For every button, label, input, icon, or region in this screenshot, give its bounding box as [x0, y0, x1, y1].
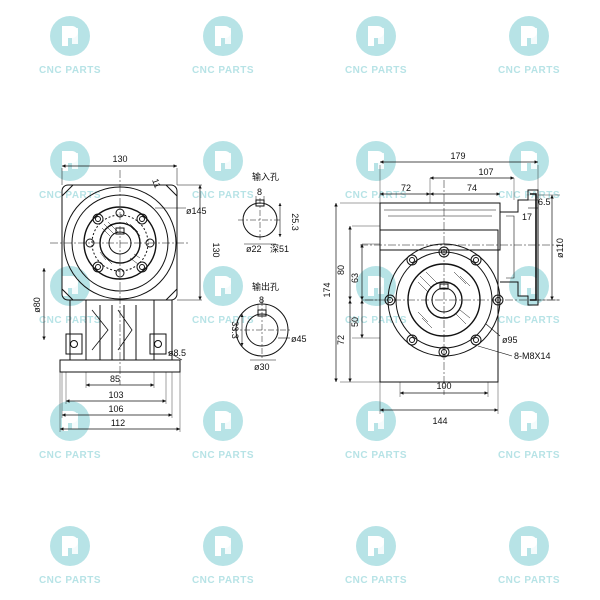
- dim-179: 179: [450, 151, 465, 161]
- watermark: CNC PARTS: [30, 14, 110, 76]
- watermark-text: CNC PARTS: [344, 190, 408, 201]
- dim-72-vertical: 72: [336, 335, 346, 345]
- watermark-text: CNC PARTS: [344, 65, 408, 76]
- watermark-text: CNC PARTS: [344, 575, 408, 586]
- input-key-width: 8: [257, 187, 262, 197]
- cnc-parts-logo-icon: [50, 266, 90, 306]
- cnc-parts-logo-icon: [203, 401, 243, 441]
- dim-flange-dia: ø145: [186, 206, 207, 216]
- watermark-text: CNC PARTS: [38, 65, 102, 76]
- watermark-text: CNC PARTS: [497, 450, 561, 461]
- input-hole-labels: 输入孔 8 25.3 ø22 深51: [246, 171, 300, 254]
- watermark-text: CNC PARTS: [191, 450, 255, 461]
- input-keyway-height: 25.3: [290, 213, 300, 231]
- dim-chamfer: 11: [150, 177, 163, 189]
- cnc-parts-logo-icon: [356, 16, 396, 56]
- watermark-text: CNC PARTS: [191, 65, 255, 76]
- output-hole-title: 输出孔: [252, 281, 279, 292]
- dim-50: 50: [350, 317, 360, 327]
- output-bore: ø30: [254, 362, 270, 372]
- cnc-parts-logo-icon: [203, 266, 243, 306]
- cnc-parts-logo-icon: [203, 526, 243, 566]
- dim-106: 106: [108, 404, 123, 414]
- dim-74: 74: [467, 183, 477, 193]
- watermark-text: CNC PARTS: [38, 575, 102, 586]
- watermark-text: CNC PARTS: [497, 190, 561, 201]
- left-foot-slot: [65, 333, 83, 355]
- dim-110: ø110: [555, 238, 565, 258]
- dim-63: 63: [350, 273, 360, 283]
- dim-bolts: 8-M8X14: [514, 351, 551, 361]
- dim-80: 80: [336, 265, 346, 275]
- right-foot-slot: [149, 333, 167, 355]
- dim-144: 144: [432, 416, 447, 426]
- watermark: CNC PARTS: [183, 139, 263, 201]
- watermark-text: CNC PARTS: [191, 190, 255, 201]
- watermark: CNC PARTS: [183, 399, 263, 461]
- watermark-text: CNC PARTS: [344, 450, 408, 461]
- dim-17: 17: [522, 212, 532, 222]
- dim-100: 100: [436, 381, 451, 391]
- input-depth: 深51: [270, 244, 289, 254]
- cnc-parts-logo-icon: [509, 401, 549, 441]
- motor-flange: [500, 189, 539, 306]
- input-hole-view: [238, 196, 282, 245]
- watermark: CNC PARTS: [336, 14, 416, 76]
- cnc-parts-logo-icon: [203, 141, 243, 181]
- watermark: CNC PARTS: [489, 399, 569, 461]
- output-keyway-height: 33.3: [230, 321, 240, 339]
- watermark: CNC PARTS: [183, 14, 263, 76]
- watermark: CNC PARTS: [183, 524, 263, 586]
- right-view: [334, 160, 560, 414]
- output-hole-view: [232, 300, 292, 361]
- dim-95: ø95: [502, 335, 518, 345]
- dim-foot-hole: ø8.5: [168, 348, 186, 358]
- housing-outline: [61, 184, 178, 301]
- cnc-parts-logo-icon: [203, 16, 243, 56]
- output-hole-labels: 输出孔 8 33.3 ø45 ø30: [230, 281, 307, 372]
- main-body: [379, 229, 499, 383]
- cnc-parts-logo-icon: [50, 16, 90, 56]
- watermark: CNC PARTS: [30, 524, 110, 586]
- watermark: CNC PARTS: [489, 524, 569, 586]
- dim-right-height: 130: [211, 242, 221, 257]
- watermark-text: CNC PARTS: [38, 450, 102, 461]
- watermark-text: CNC PARTS: [38, 190, 102, 201]
- watermark-text: CNC PARTS: [497, 575, 561, 586]
- base-body: [69, 300, 173, 361]
- watermark-text: CNC PARTS: [497, 315, 561, 326]
- watermark: CNC PARTS: [336, 524, 416, 586]
- input-bore: ø22: [246, 244, 262, 254]
- output-key-width: 8: [259, 295, 264, 305]
- cnc-parts-logo-icon: [50, 526, 90, 566]
- dim-72: 72: [401, 183, 411, 193]
- dim-112: 112: [111, 418, 125, 428]
- cnc-parts-logo-icon: [509, 526, 549, 566]
- watermark-text: CNC PARTS: [191, 575, 255, 586]
- dim-174: 174: [322, 282, 332, 297]
- watermark-text: CNC PARTS: [497, 65, 561, 76]
- output-outer-dia: ø45: [291, 334, 307, 344]
- dim-107: 107: [478, 167, 493, 177]
- dim-top-width: 130: [112, 154, 127, 164]
- right-view-dimensions: 179 107 72 74 6.5 17 ø110 80 63 174 50 7…: [322, 151, 565, 426]
- left-view: [42, 164, 202, 432]
- dim-103: 103: [108, 390, 123, 400]
- dim-left-dia: ø80: [32, 297, 42, 313]
- cnc-parts-logo-icon: [356, 141, 396, 181]
- watermark-text: CNC PARTS: [344, 315, 408, 326]
- watermark: CNC PARTS: [183, 264, 263, 326]
- dim-85: 85: [110, 374, 120, 384]
- left-view-dimensions: 130 11 ø145 130 ø80 ø8.5 85 103 106 112: [32, 154, 221, 428]
- cnc-parts-logo-icon: [356, 526, 396, 566]
- input-hole-title: 输入孔: [252, 171, 279, 182]
- watermark-text: CNC PARTS: [191, 315, 255, 326]
- watermark: CNC PARTS: [336, 139, 416, 201]
- watermark: CNC PARTS: [489, 14, 569, 76]
- cnc-parts-logo-icon: [509, 16, 549, 56]
- dim-6-5: 6.5: [538, 197, 551, 207]
